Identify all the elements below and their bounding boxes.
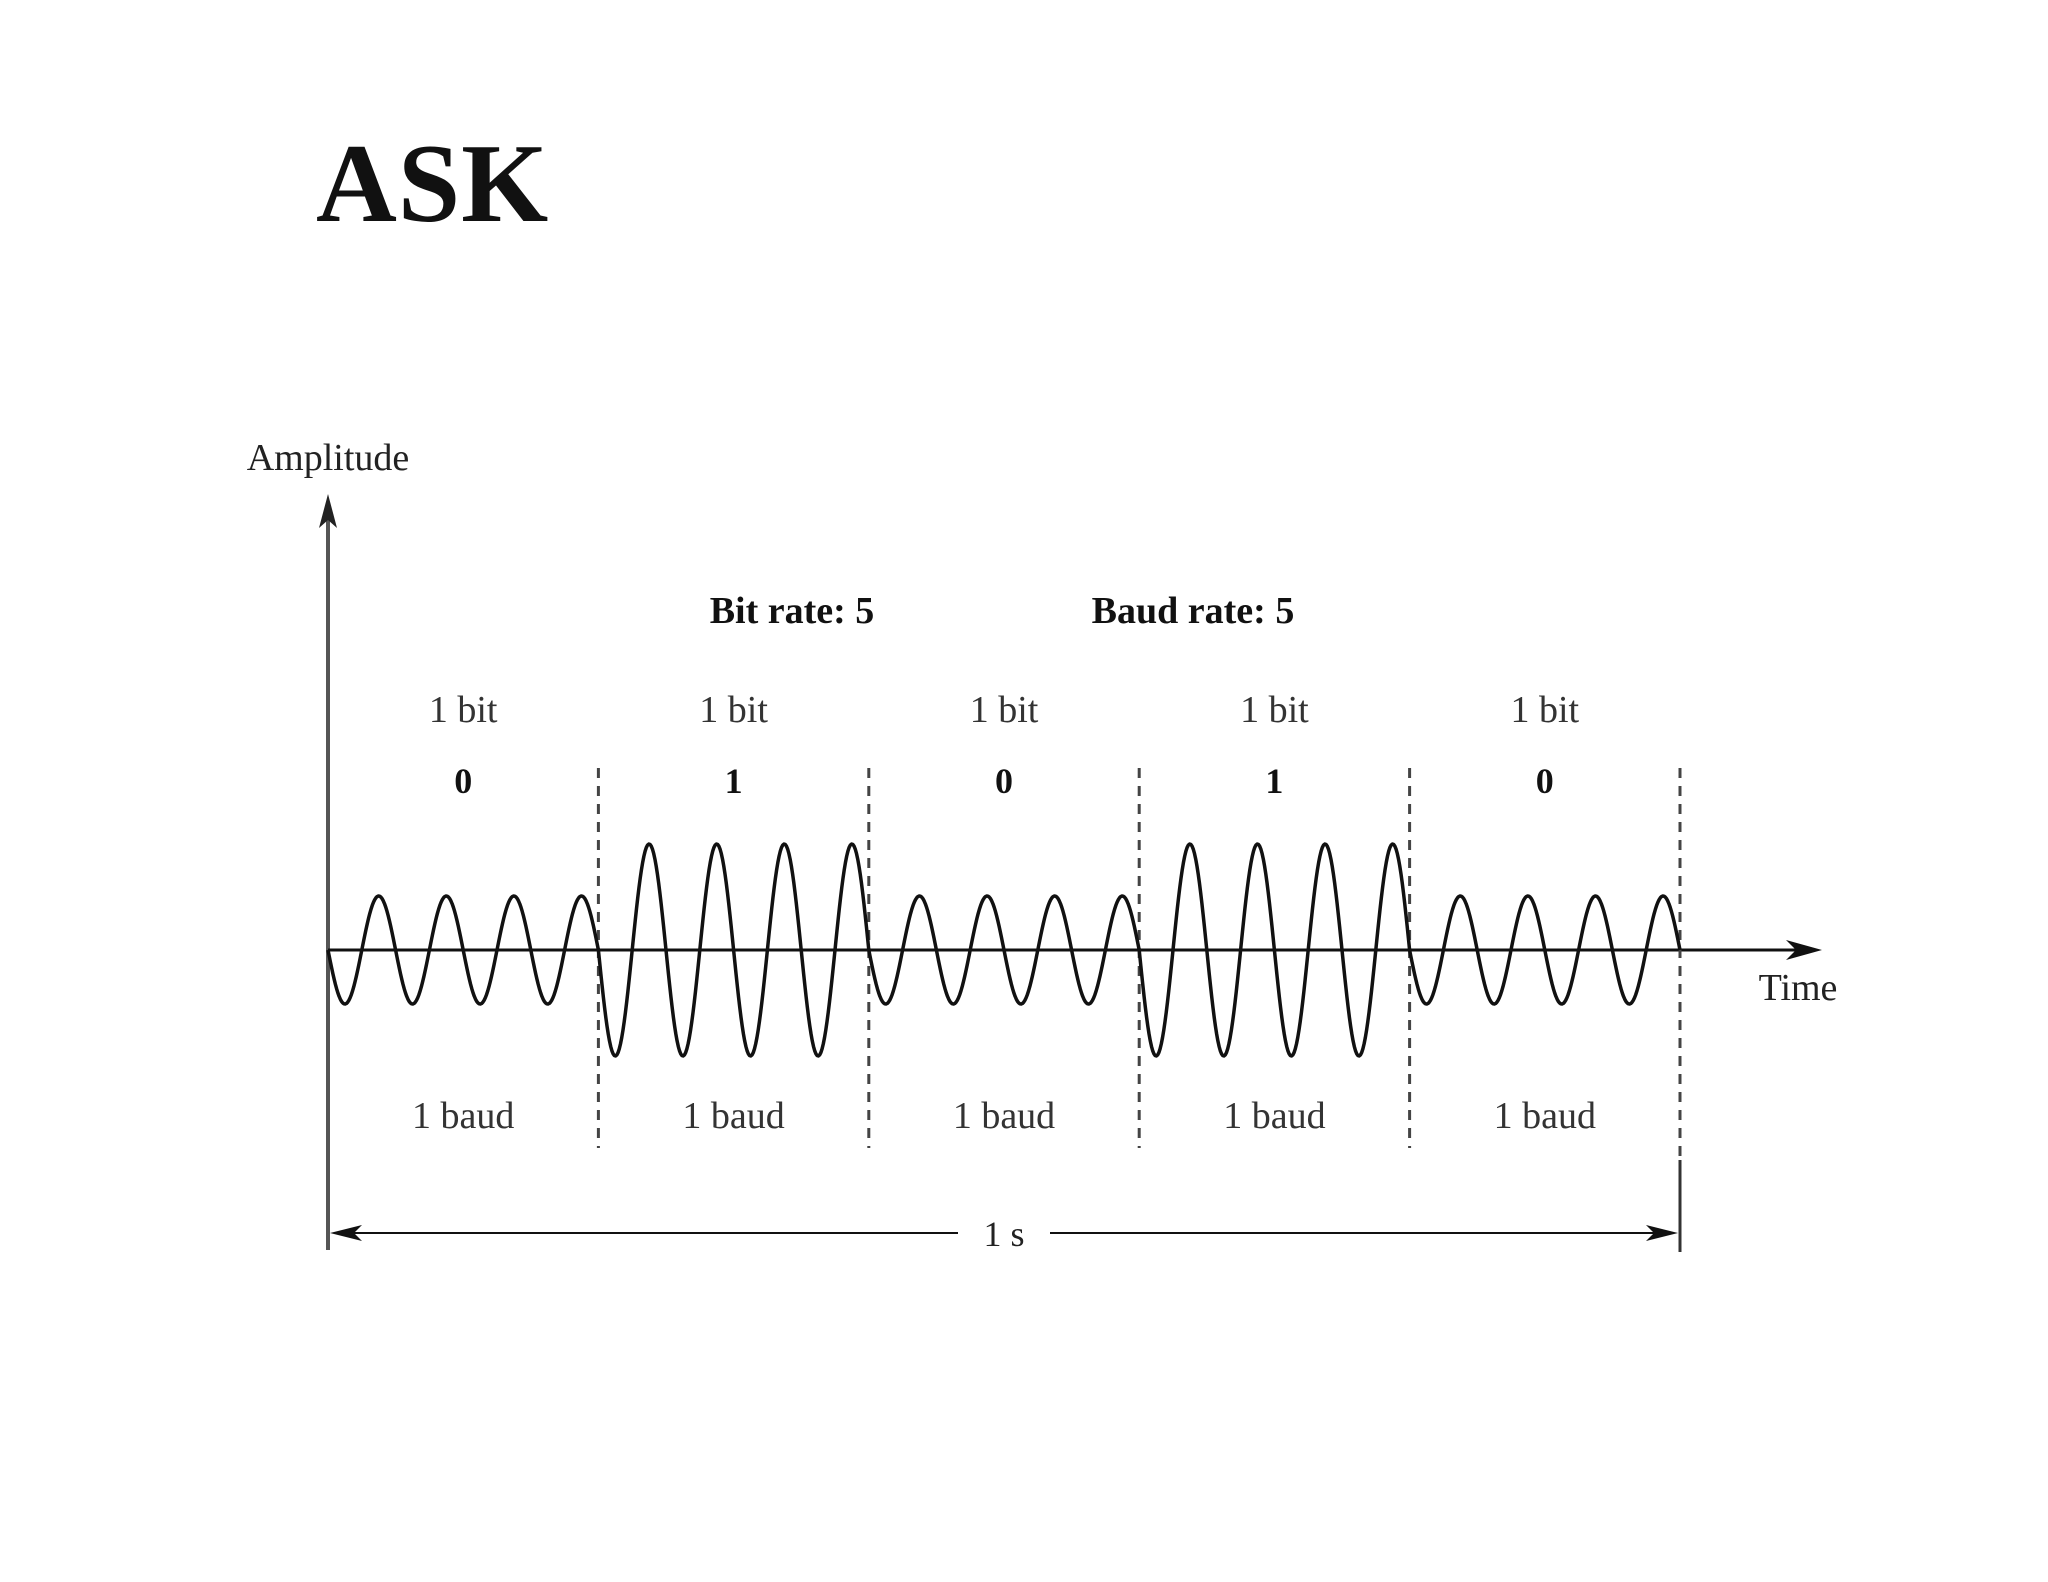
bit-value-2: 1 (725, 761, 743, 801)
bit-value-1: 0 (454, 761, 472, 801)
baud-label-5: 1 baud (1494, 1095, 1596, 1137)
bit-value-5: 0 (1536, 761, 1554, 801)
amplitude-axis-label: Amplitude (247, 437, 410, 479)
baud-rate-label: Baud rate: 5 (1092, 590, 1295, 632)
ask-waveform (326, 842, 1682, 1058)
baud-label-2: 1 baud (682, 1095, 784, 1137)
bit-value-3: 0 (995, 761, 1013, 801)
bit-unit-label-3: 1 bit (970, 689, 1039, 731)
bit-unit-label-1: 1 bit (429, 689, 498, 731)
duration-arrowhead-left (330, 1225, 362, 1241)
baud-label-4: 1 baud (1223, 1095, 1325, 1137)
bit-rate-label: Bit rate: 5 (710, 590, 875, 632)
slide-title: ASK (316, 122, 550, 246)
duration-label: 1 s (983, 1214, 1024, 1254)
bit-unit-label-4: 1 bit (1240, 689, 1309, 731)
time-axis-label: Time (1759, 967, 1838, 1009)
amplitude-axis-arrowhead (319, 494, 337, 528)
bit-labels: 1 bit 0 1 baud 1 bit 1 1 baud 1 bit 0 1 baud 1 bi… (412, 689, 1596, 1137)
baud-label-1: 1 baud (412, 1095, 514, 1137)
duration-arrowhead-right (1646, 1225, 1678, 1241)
bit-value-4: 1 (1265, 761, 1283, 801)
baud-label-3: 1 baud (953, 1095, 1055, 1137)
bit-unit-label-2: 1 bit (699, 689, 768, 731)
time-axis-arrowhead (1786, 940, 1822, 960)
bit-unit-label-5: 1 bit (1510, 689, 1579, 731)
